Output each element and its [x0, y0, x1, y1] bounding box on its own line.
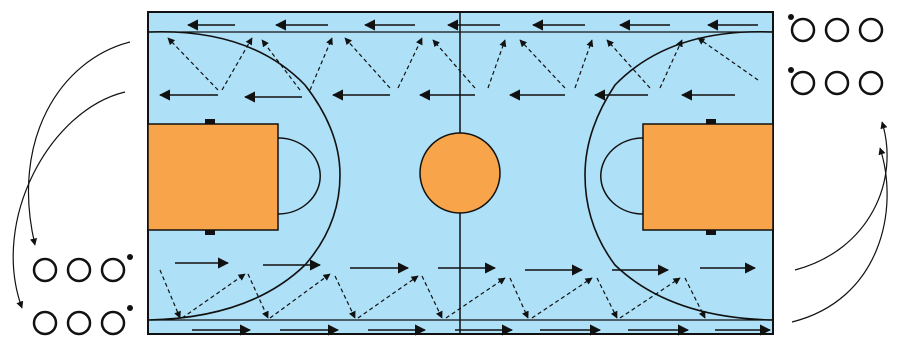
- right-key-tick-top: [706, 119, 716, 124]
- left-three-point-arc: [147, 30, 341, 321]
- right-three-point-arc: [584, 30, 774, 321]
- bottom-solid-arrows: [175, 257, 772, 336]
- left-key-tick-bottom: [205, 230, 215, 235]
- bottom-dashed-passes: [159, 269, 706, 319]
- right-free-throw-arc: [600, 137, 644, 215]
- top-dashed-passes: [167, 37, 759, 91]
- right-rotation-curves: [791, 121, 888, 323]
- left-key-tick-top: [205, 119, 215, 124]
- ball-marker: [788, 14, 794, 20]
- player-group-top-right: [790, 17, 884, 96]
- left-rotation-curves: [12, 41, 131, 309]
- left-free-throw-arc: [277, 137, 321, 215]
- top-solid-arrows: [158, 19, 758, 103]
- ball-marker: [127, 305, 133, 311]
- right-key: [642, 123, 774, 231]
- ball-marker: [788, 67, 794, 73]
- player-group-bottom-left: [32, 257, 126, 336]
- ball-marker: [127, 254, 133, 260]
- left-key: [147, 123, 279, 231]
- right-key-tick-bottom: [706, 230, 716, 235]
- center-circle: [419, 132, 501, 214]
